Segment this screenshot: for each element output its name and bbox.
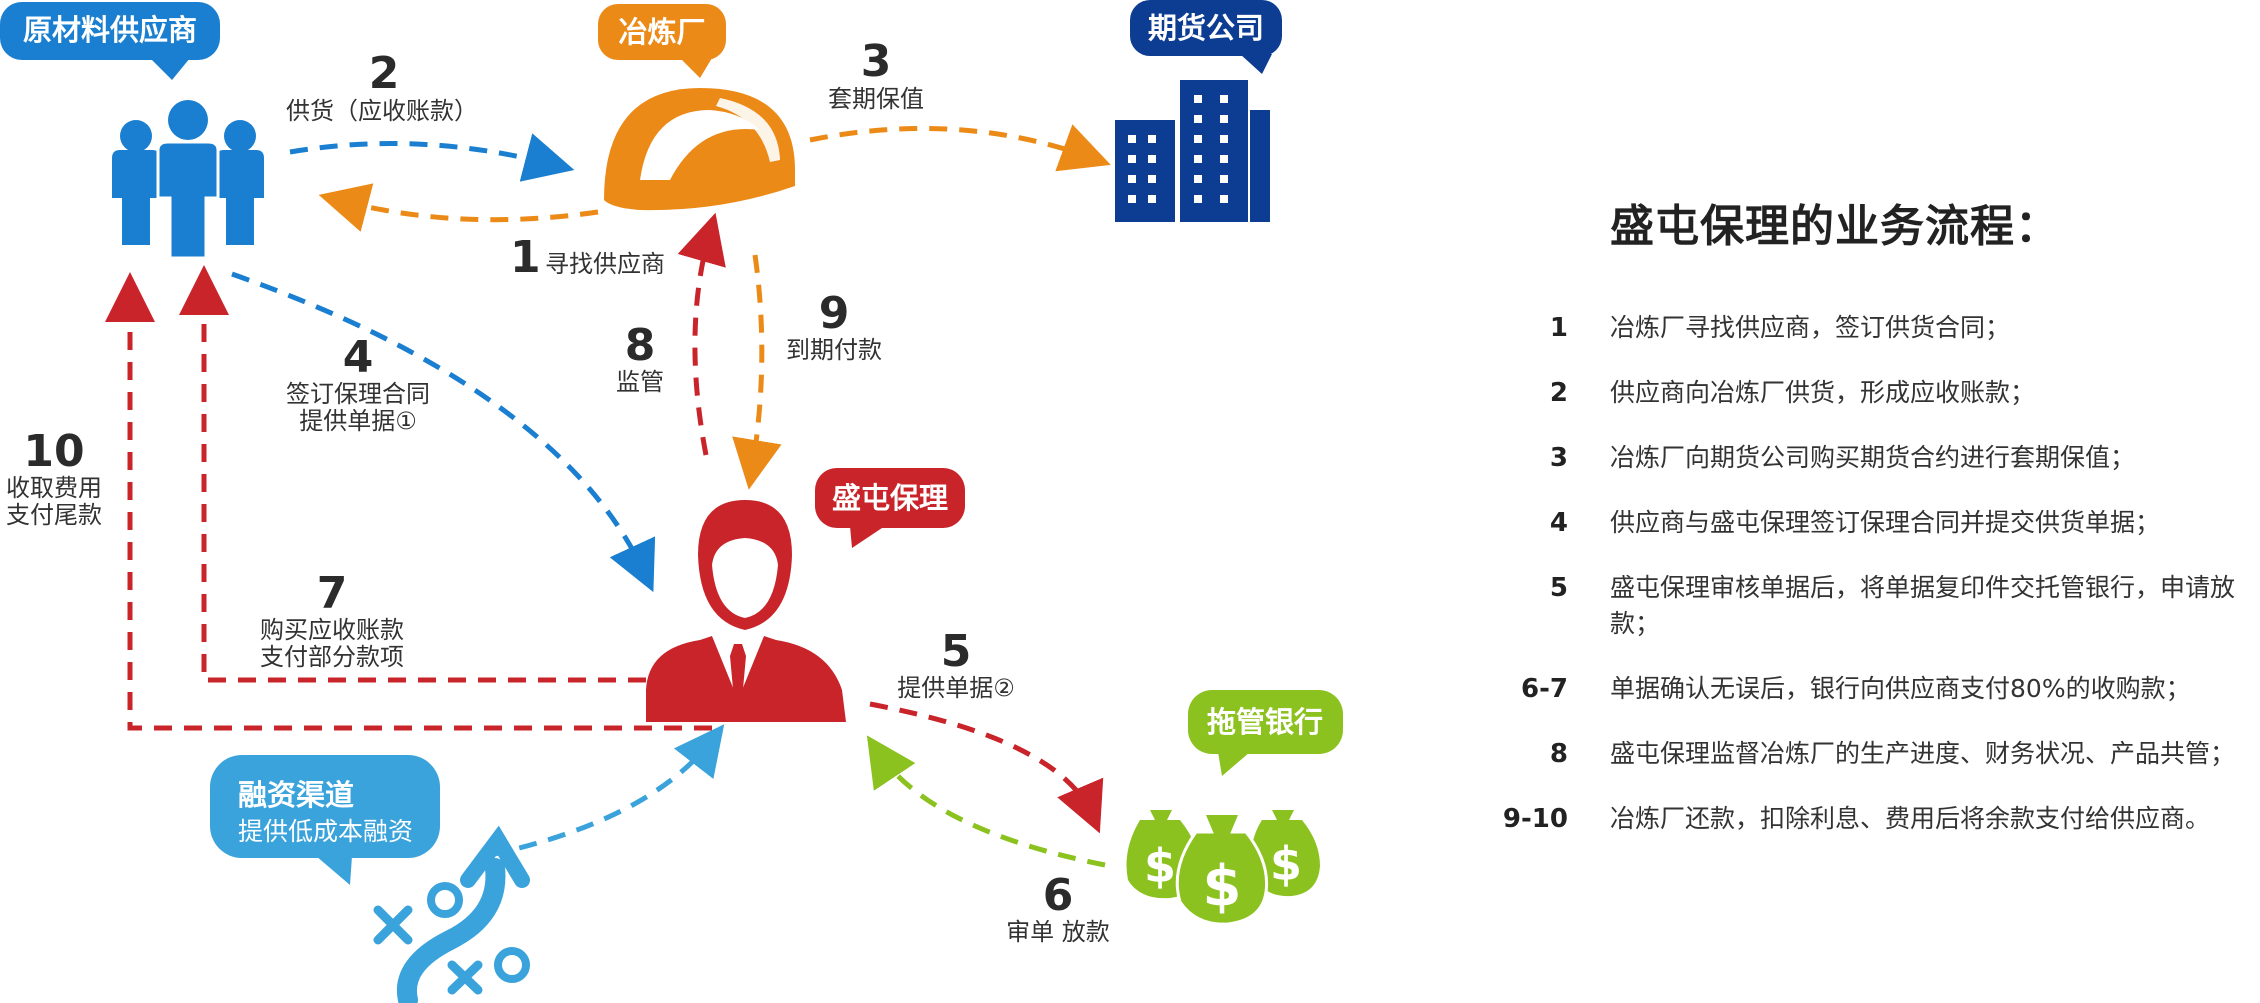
supplier-people-icon — [112, 100, 264, 260]
flow-arrow-1 — [318, 183, 599, 232]
step-text: 冶炼厂向期货公司购买期货合约进行套期保值； — [1610, 443, 2136, 472]
step-text: 供应商向冶炼厂供货，形成应收账款； — [1610, 378, 2036, 407]
financing-bubble: 融资渠道 提供低成本融资 — [210, 755, 440, 885]
list-item: 1 冶炼厂寻找供应商，签订供货合同； — [1500, 310, 2260, 346]
steps-list: 1 冶炼厂寻找供应商，签订供货合同； 2 供应商向冶炼厂供货，形成应收账款； 3… — [1500, 310, 2260, 866]
buildings-icon — [1115, 80, 1270, 222]
flow-arrow-financing — [489, 724, 725, 858]
list-item: 3 冶炼厂向期货公司购买期货合约进行套期保值； — [1500, 440, 2260, 476]
flow-number-2: 2 — [369, 48, 400, 99]
flow-label-6: 审单 放款 — [1006, 918, 1110, 946]
flow-arrow-10 — [105, 272, 712, 731]
flow-label-5: 提供单据② — [897, 674, 1015, 702]
businessman-icon — [646, 500, 846, 722]
money-bags-icon: $ $ $ — [1126, 810, 1320, 926]
flow-number-8: 8 — [625, 320, 656, 371]
flow-arrow-7 — [179, 265, 646, 683]
step-text: 冶炼厂寻找供应商，签订供货合同； — [1610, 313, 2011, 342]
flow-number-4: 4 — [343, 332, 374, 383]
hard-hat-icon — [604, 88, 795, 211]
flow-number-6: 6 — [1043, 870, 1074, 921]
flow-number-3: 3 — [861, 36, 892, 87]
step-text: 盛屯保理监督冶炼厂的生产进度、财务状况、产品共管； — [1610, 739, 2236, 768]
smelter-label: 冶炼厂 — [618, 15, 705, 49]
flow-number-10: 10 — [23, 426, 84, 477]
step-number: 8 — [1549, 739, 1568, 769]
flow-label-7b: 支付部分款项 — [260, 643, 404, 671]
flow-label-3: 套期保值 — [828, 85, 924, 113]
step-text: 冶炼厂还款，扣除利息、费用后将余款支付给供应商。 — [1610, 804, 2211, 833]
flow-number-9: 9 — [819, 288, 850, 339]
flow-label-9: 到期付款 — [786, 336, 882, 364]
supplier-label: 原材料供应商 — [23, 13, 197, 47]
step-number: 3 — [1549, 443, 1568, 473]
flow-label-1: 寻找供应商 — [545, 250, 665, 278]
step-text: 单据确认无误后，银行向供应商支付80%的收购款； — [1610, 674, 2191, 703]
step-text: 供应商与盛屯保理签订保理合同并提交供货单据； — [1610, 508, 2161, 537]
flow-label-10a: 收取费用 — [6, 474, 102, 502]
flow-number-7: 7 — [317, 568, 348, 619]
futures-bubble: 期货公司 — [1130, 0, 1282, 74]
list-item: 9-10 冶炼厂还款，扣除利息、费用后将余款支付给供应商。 — [1500, 801, 2260, 837]
flow-number-5: 5 — [941, 626, 972, 677]
list-item: 6-7 单据确认无误后，银行向供应商支付80%的收购款； — [1500, 671, 2260, 707]
step-number: 4 — [1549, 508, 1568, 538]
financing-subtitle: 提供低成本融资 — [238, 817, 413, 846]
flow-label-4a: 签订保理合同 — [286, 380, 430, 408]
flow-label-2: 供货（应收账款） — [286, 97, 478, 125]
flow-label-7a: 购买应收账款 — [260, 616, 404, 644]
step-number: 2 — [1549, 378, 1568, 408]
step-number: 1 — [1549, 313, 1568, 343]
step-number: 5 — [1549, 573, 1568, 603]
bank-label: 拖管银行 — [1207, 705, 1323, 739]
strategy-icon — [373, 825, 530, 1003]
flow-arrow-9 — [732, 254, 782, 490]
flow-label-10b: 支付尾款 — [6, 501, 102, 529]
factoring-bubble: 盛屯保理 — [815, 468, 965, 548]
list-item: 5 盛屯保理审核单据后，将单据复印件交托管银行，申请放款； — [1500, 570, 2260, 642]
smelter-bubble: 冶炼厂 — [598, 4, 726, 78]
bank-bubble: 拖管银行 — [1188, 690, 1343, 776]
supplier-bubble: 原材料供应商 — [0, 2, 220, 80]
list-item: 2 供应商向冶炼厂供货，形成应收账款； — [1500, 375, 2260, 411]
step-number: 6-7 — [1521, 674, 1568, 704]
list-item: 8 盛屯保理监督冶炼厂的生产进度、财务状况、产品共管； — [1500, 736, 2260, 772]
panel-title: 盛屯保理的业务流程： — [1610, 201, 2060, 252]
flow-arrow-8 — [677, 212, 726, 456]
flow-arrow-5 — [869, 701, 1104, 834]
flow-arrow-3 — [809, 124, 1111, 172]
flow-arrow-4 — [231, 271, 656, 593]
factoring-label: 盛屯保理 — [832, 481, 948, 515]
svg-text:$: $ — [1144, 839, 1176, 893]
futures-label: 期货公司 — [1148, 11, 1264, 45]
step-text: 盛屯保理审核单据后，将单据复印件交托管银行，申请放款； — [1610, 573, 2236, 638]
list-item: 4 供应商与盛屯保理签订保理合同并提交供货单据； — [1500, 505, 2260, 541]
svg-text:$: $ — [1203, 854, 1242, 919]
flow-label-4b: 提供单据① — [299, 407, 417, 435]
step-number: 9-10 — [1502, 804, 1568, 834]
flow-arrow-2 — [289, 133, 575, 182]
flow-label-8: 监管 — [616, 368, 664, 396]
svg-text:$: $ — [1270, 837, 1302, 891]
financing-title: 融资渠道 — [238, 778, 354, 812]
flow-arrow-6 — [866, 735, 1106, 868]
flow-number-1: 1 — [510, 232, 541, 283]
